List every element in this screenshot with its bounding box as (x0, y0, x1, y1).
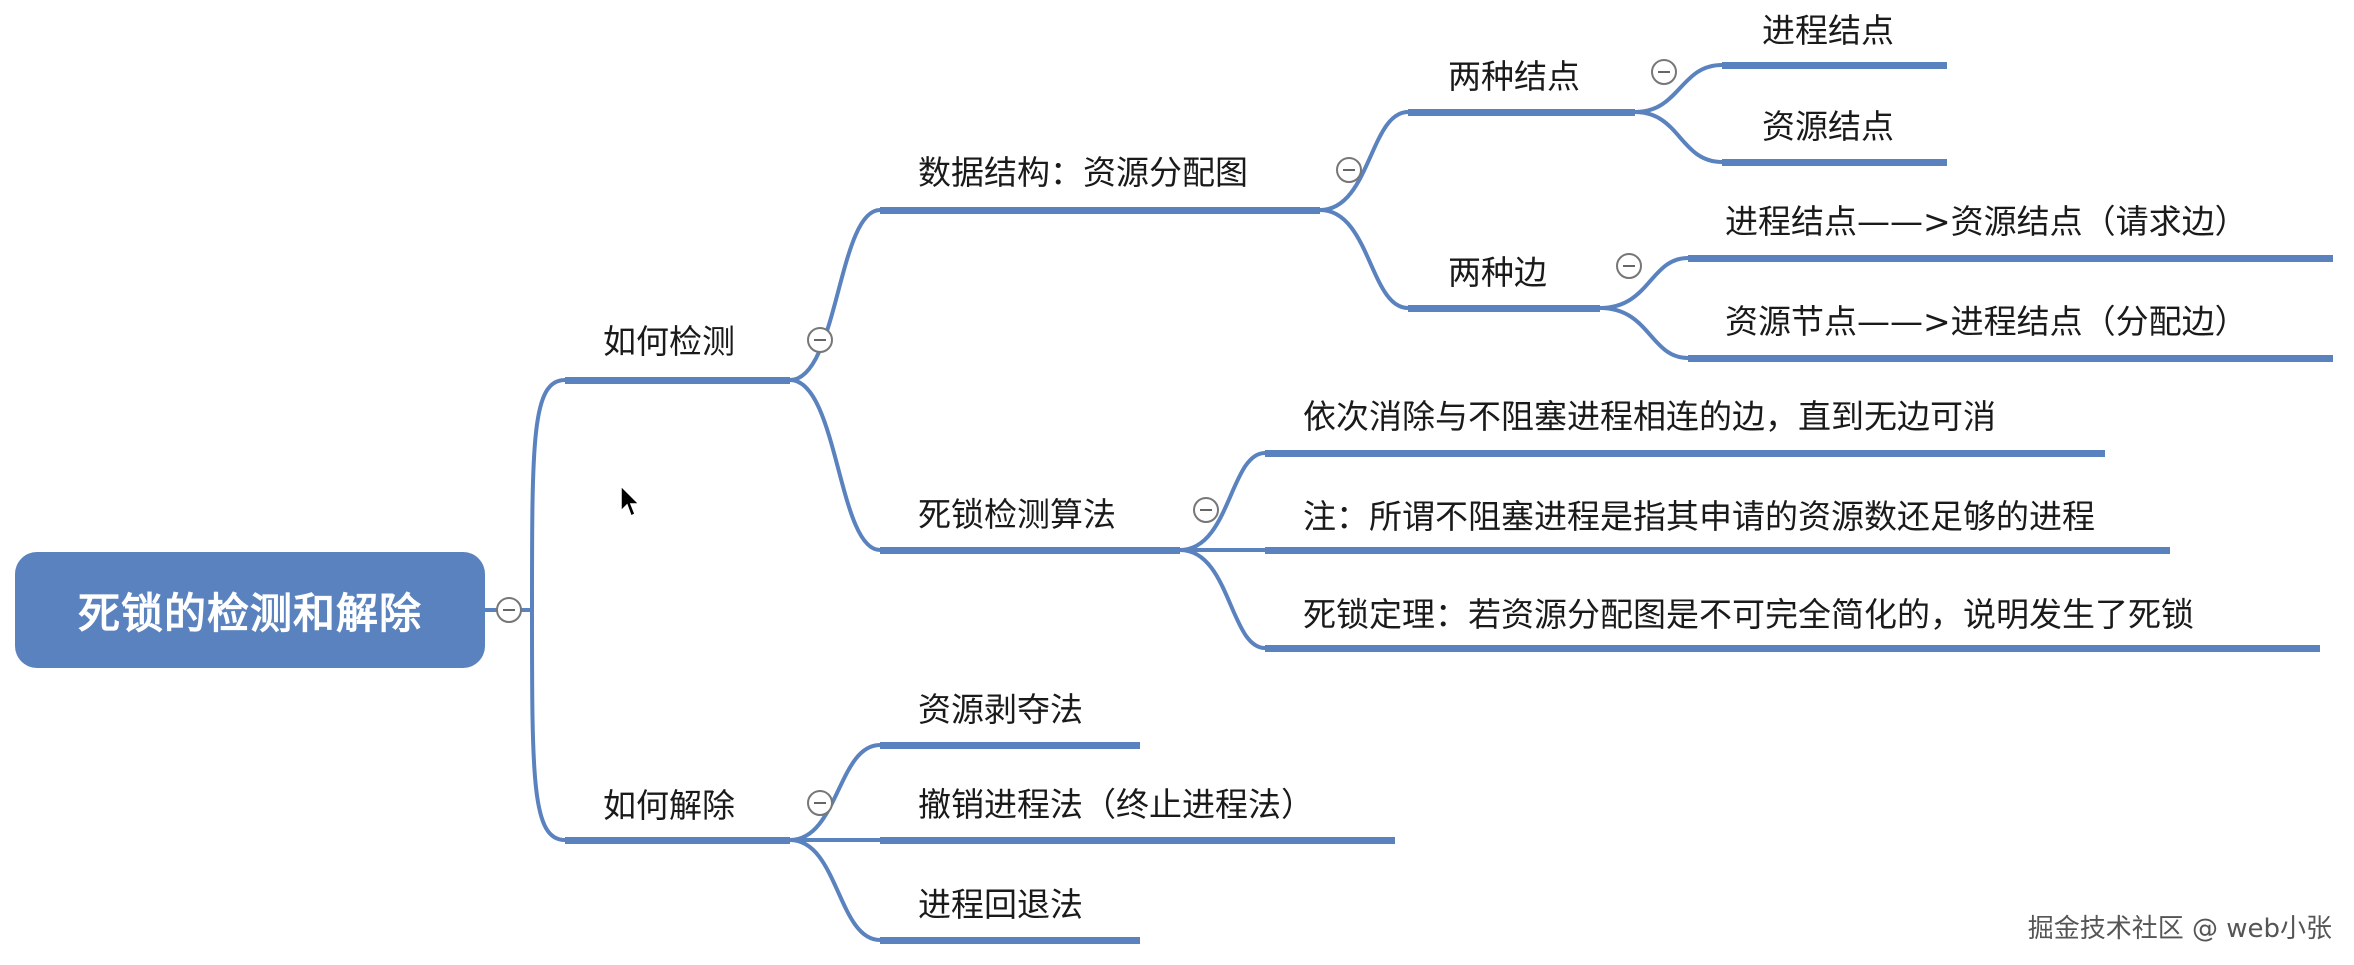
node-preempt[interactable]: 资源剥夺法 (918, 690, 1083, 729)
underline-preempt (880, 742, 1140, 749)
branch-algorithm (788, 378, 882, 552)
underline-edge-kinds (1408, 305, 1600, 312)
branch-node-kinds (1318, 110, 1410, 212)
node-data-structure[interactable]: 数据结构：资源分配图 (918, 153, 1248, 192)
branch-preempt (788, 743, 882, 842)
branch-theorem (1178, 548, 1267, 650)
underline-assign (1688, 355, 2333, 362)
branch-resource (1633, 110, 1724, 164)
underline-note (1265, 547, 2170, 554)
underline-data-structure (880, 207, 1320, 214)
watermark: 掘金技术社区 @ web小张 (2027, 914, 2332, 944)
node-assign-edge[interactable]: 资源节点——>进程结点（分配边） (1725, 302, 2248, 341)
collapse-data-structure-icon[interactable] (1336, 157, 1362, 183)
underline-request (1688, 255, 2333, 262)
branch-step (1178, 451, 1267, 552)
collapse-algorithm-icon[interactable] (1193, 497, 1219, 523)
branch-detect (530, 378, 567, 612)
collapse-edge-kinds-icon[interactable] (1616, 253, 1642, 279)
node-algorithm[interactable]: 死锁检测算法 (918, 495, 1116, 534)
branch-data-structure (788, 208, 882, 382)
node-note[interactable]: 注：所谓不阻塞进程是指其申请的资源数还足够的进程 (1303, 497, 2095, 536)
root-node[interactable]: 死锁的检测和解除 (15, 552, 485, 668)
node-terminate[interactable]: 撤销进程法（终止进程法） (918, 785, 1314, 824)
branch-resolve (530, 608, 567, 842)
underline-rollback (880, 937, 1140, 944)
underline-theorem (1265, 645, 2320, 652)
branch-request (1598, 256, 1690, 310)
branch-edge-kinds (1318, 208, 1410, 310)
collapse-node-kinds-icon[interactable] (1651, 59, 1677, 85)
underline-resource (1722, 159, 1947, 166)
underline-terminate (880, 837, 1395, 844)
node-theorem[interactable]: 死锁定理：若资源分配图是不可完全简化的，说明发生了死锁 (1303, 595, 2194, 634)
node-process[interactable]: 进程结点 (1762, 11, 1894, 50)
mouse-cursor-icon (620, 485, 641, 518)
branch-assign (1598, 306, 1690, 360)
branch-process (1633, 63, 1724, 114)
node-request-edge[interactable]: 进程结点——>资源结点（请求边） (1725, 202, 2248, 241)
collapse-resolve-icon[interactable] (807, 790, 833, 816)
node-node-kinds[interactable]: 两种结点 (1448, 57, 1580, 96)
underline-algorithm (880, 547, 1180, 554)
node-detect[interactable]: 如何检测 (603, 322, 735, 361)
collapse-root-icon[interactable] (496, 597, 522, 623)
node-step[interactable]: 依次消除与不阻塞进程相连的边，直到无边可消 (1303, 397, 1996, 436)
underline-step (1265, 450, 2105, 457)
node-edge-kinds[interactable]: 两种边 (1448, 253, 1547, 292)
underline-detect (565, 377, 790, 384)
underline-node-kinds (1408, 109, 1635, 116)
node-resource[interactable]: 资源结点 (1762, 107, 1894, 146)
node-rollback[interactable]: 进程回退法 (918, 885, 1083, 924)
branch-rollback (788, 838, 882, 942)
collapse-detect-icon[interactable] (807, 327, 833, 353)
root-label: 死锁的检测和解除 (77, 588, 422, 638)
underline-process (1722, 62, 1947, 69)
underline-resolve (565, 837, 790, 844)
node-resolve[interactable]: 如何解除 (603, 786, 735, 825)
